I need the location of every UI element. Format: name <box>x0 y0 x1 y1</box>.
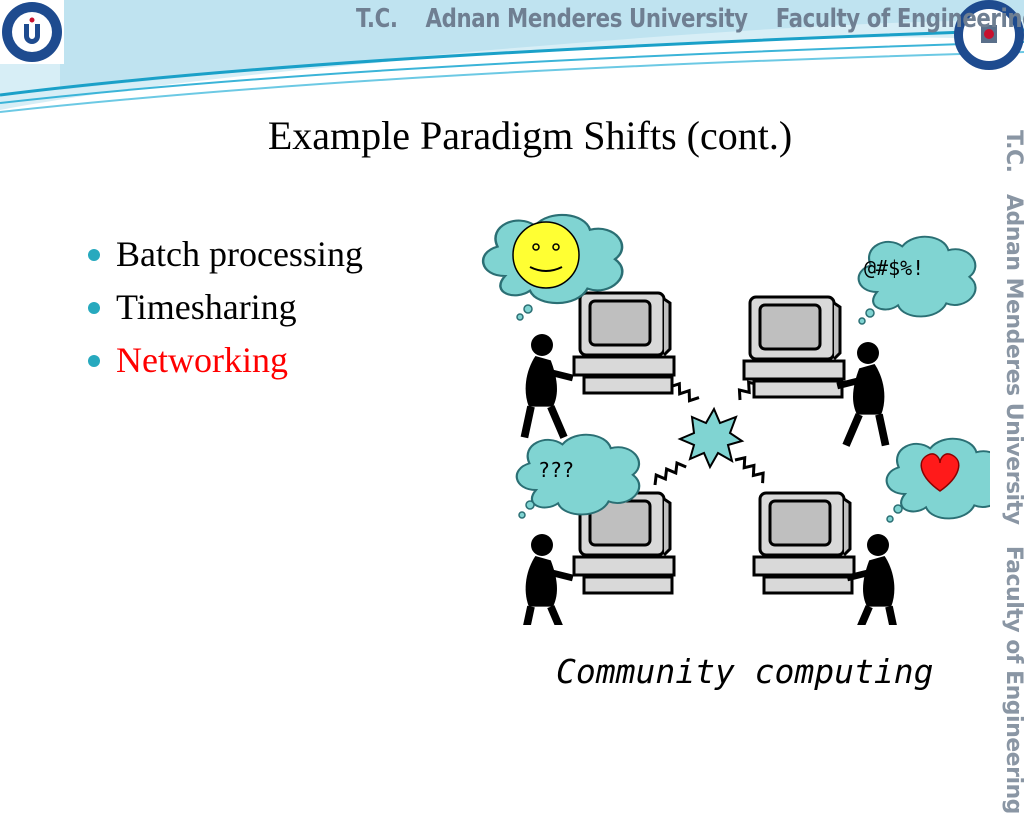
side-banner-label: T.C. Adnan Menderes University Faculty o… <box>1001 130 1024 814</box>
bullet-item: Batch processing <box>88 228 363 281</box>
bullet-icon <box>88 301 100 314</box>
thought-bubble-love <box>885 437 990 523</box>
thought-bubble-happy <box>481 213 624 321</box>
header-banner <box>0 0 1024 113</box>
bubble-text-angry: @#$%! <box>864 256 924 280</box>
smiley-face-icon <box>512 221 580 289</box>
faculty-logo-right <box>954 0 1024 70</box>
university-logo-left <box>0 0 64 64</box>
bubble-text-confused: ??? <box>538 458 574 482</box>
bullet-label: Batch processing <box>116 234 363 274</box>
bullet-label: Networking <box>116 340 288 380</box>
heart-icon <box>920 453 960 492</box>
thought-bubble-confused: ??? <box>515 433 641 519</box>
header-banner-text: T.C. Adnan Menderes University Faculty o… <box>356 4 1024 34</box>
slide-title: Example Paradigm Shifts (cont.) <box>267 113 793 158</box>
community-computing-illustration: @#$%! ??? <box>481 213 990 625</box>
bullet-item: Networking <box>88 334 363 387</box>
bullet-label: Timesharing <box>116 287 297 327</box>
network-hub-icon <box>677 406 745 470</box>
bullet-list: Batch processing Timesharing Networking <box>88 228 363 387</box>
side-banner-text: T.C. Adnan Menderes University Faculty o… <box>1000 130 1024 814</box>
bullet-item: Timesharing <box>88 281 363 334</box>
illustration-caption: Community computing <box>556 652 934 691</box>
thought-bubble-angry: @#$%! <box>857 235 977 325</box>
bullet-icon <box>88 354 100 367</box>
bullet-icon <box>88 248 100 261</box>
